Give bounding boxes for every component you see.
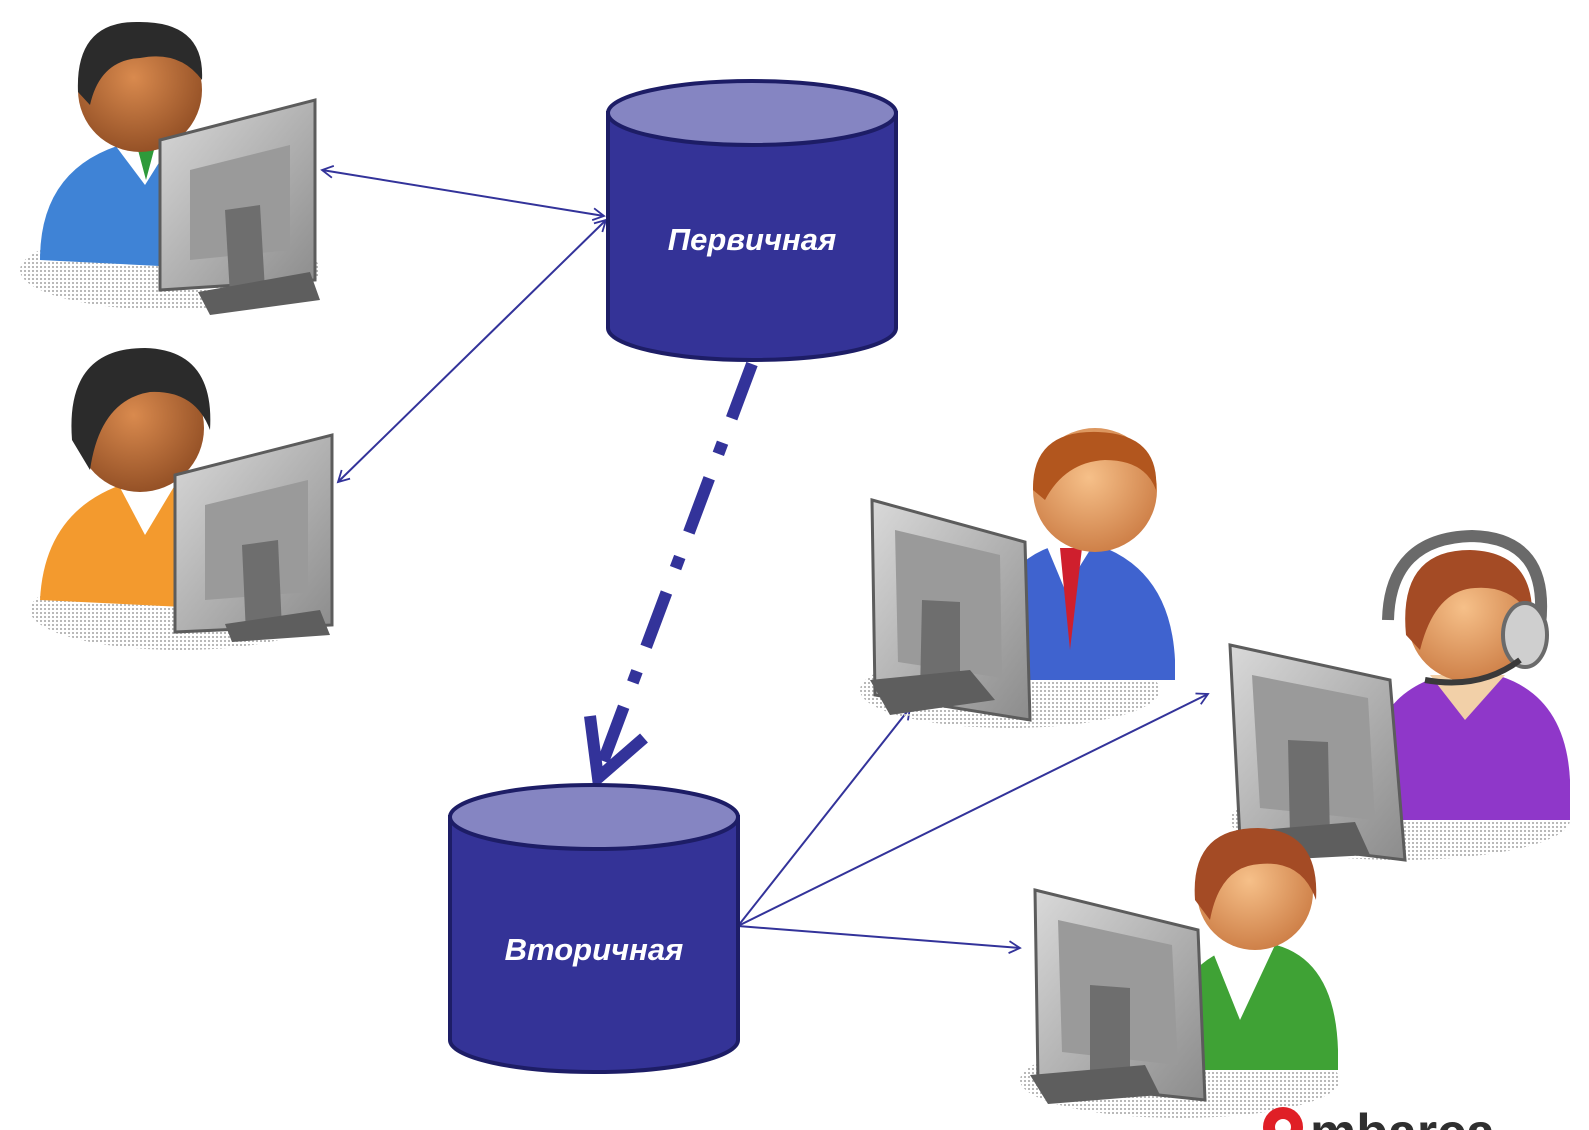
monitor-icon: [173, 433, 334, 642]
user-workstation-2: [30, 348, 334, 650]
torso: [1170, 942, 1338, 1070]
user-workstation-5: [1020, 828, 1340, 1118]
torso: [990, 540, 1175, 680]
user-workstation-3: [860, 428, 1175, 728]
brand-logo-text: mbarca: [1310, 1104, 1496, 1130]
brand-logo: mbarca: [1263, 1104, 1496, 1130]
hair: [1194, 828, 1317, 920]
hair: [71, 348, 211, 470]
arrow-secondary-user3: [737, 706, 912, 927]
primary-database-label: Первичная: [668, 222, 836, 257]
secondary-database-label: Вторичная: [505, 932, 684, 967]
monitor-icon: [1030, 888, 1207, 1104]
secondary-database: Вторичная: [448, 783, 740, 1074]
torso: [1370, 670, 1570, 820]
headset-icon: [1382, 529, 1549, 686]
hair: [77, 21, 203, 105]
arrow-secondary-user4: [737, 692, 1210, 927]
hair: [1405, 550, 1533, 650]
hair: [1032, 431, 1157, 500]
arrow-secondary-user5: [737, 925, 1022, 954]
arrow-primary-user2: [336, 218, 608, 484]
monitor-icon: [870, 498, 1032, 722]
user-workstation-1: [20, 21, 320, 315]
primary-database: Первичная: [606, 79, 898, 362]
connectors: [320, 165, 1210, 954]
user-workstation-4: [1228, 529, 1570, 862]
arrow-primary-user1: [320, 165, 606, 221]
monitor-icon: [158, 98, 320, 315]
monitor-icon: [1228, 643, 1407, 862]
replication-arrow: [584, 361, 758, 790]
